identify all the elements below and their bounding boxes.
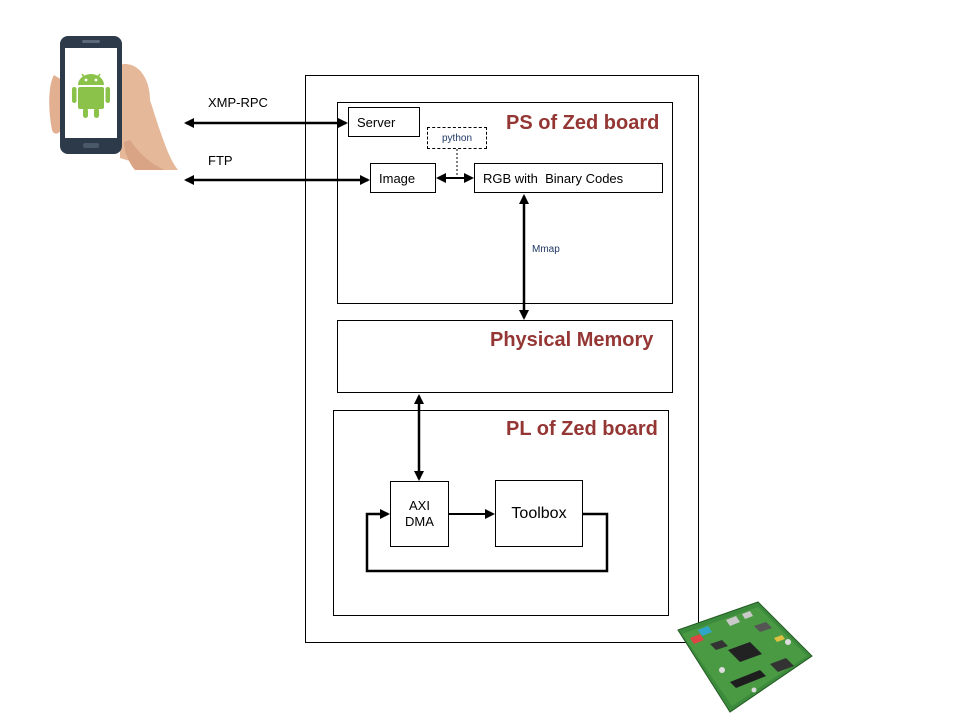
rgb-binary-codes-label: RGB with Binary Codes xyxy=(483,171,623,186)
ftp-label: FTP xyxy=(208,153,233,168)
server-box: Server xyxy=(348,107,420,137)
pl-title: PL of Zed board xyxy=(506,418,658,441)
image-box: Image xyxy=(370,163,436,193)
axi-dma-line2: DMA xyxy=(405,514,434,530)
server-label: Server xyxy=(357,115,395,130)
rgb-binary-codes-box: RGB with Binary Codes xyxy=(474,163,663,193)
python-box: python xyxy=(427,127,487,149)
physical-memory-title: Physical Memory xyxy=(490,329,653,352)
android-phone-in-hand-icon xyxy=(40,30,240,220)
image-label: Image xyxy=(379,171,415,186)
axi-dma-line1: AXI xyxy=(409,498,430,514)
toolbox-label: Toolbox xyxy=(511,505,566,523)
zed-board-icon xyxy=(670,598,820,718)
mmap-label: Mmap xyxy=(532,244,560,255)
ps-title: PS of Zed board xyxy=(506,112,659,135)
python-label: python xyxy=(442,133,472,144)
toolbox-box: Toolbox xyxy=(495,480,583,547)
axi-dma-box: AXI DMA xyxy=(390,481,449,547)
xmp-rpc-label: XMP-RPC xyxy=(208,95,268,110)
